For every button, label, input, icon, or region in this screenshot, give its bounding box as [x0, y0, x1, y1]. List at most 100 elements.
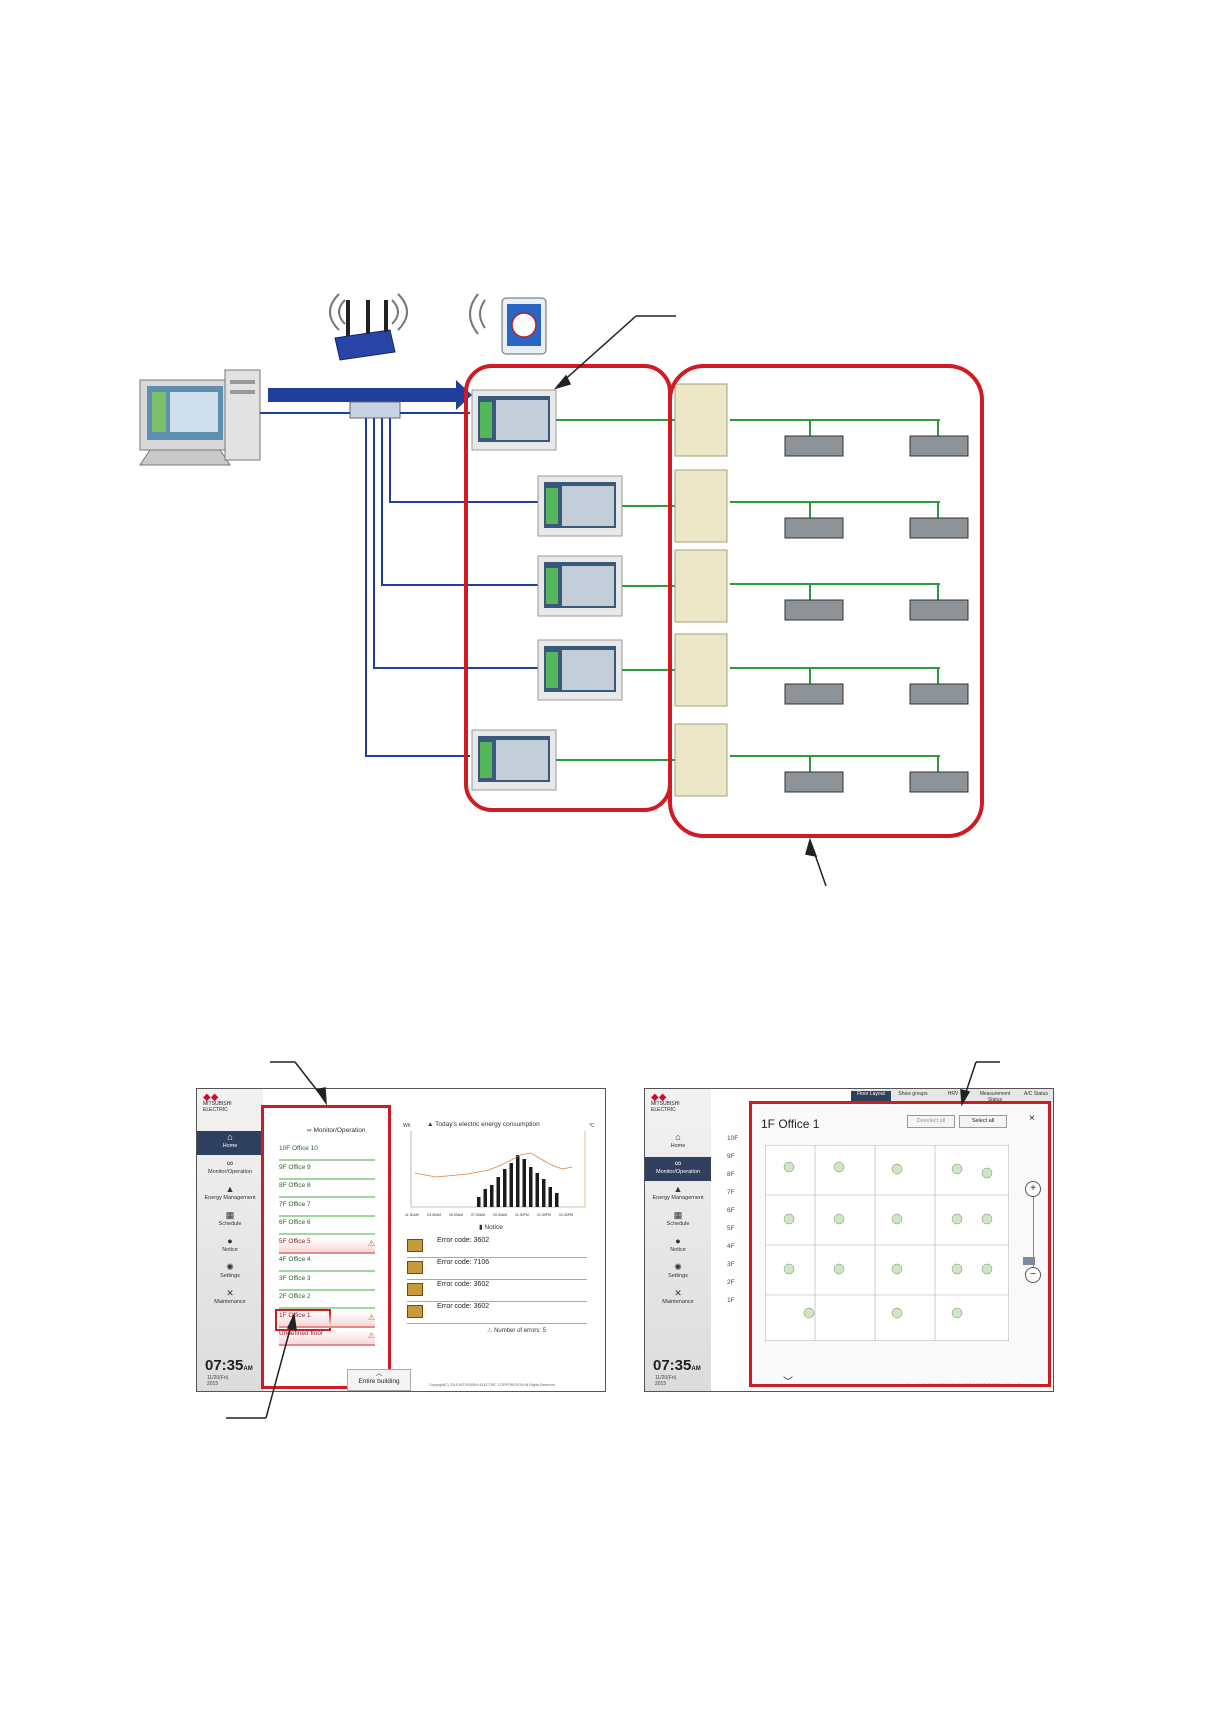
floor-stub[interactable]: 2F	[727, 1279, 735, 1286]
unit-error-icon	[407, 1261, 423, 1274]
tab-hrv[interactable]: HRV	[947, 1091, 959, 1097]
floor-layout-title: 1F Office 1	[761, 1117, 820, 1131]
warning-icon: ⚠	[367, 1312, 375, 1322]
error-notice-row[interactable]: Error code: 7106	[407, 1257, 587, 1280]
floor-item[interactable]: 2F Office 2	[279, 1293, 375, 1309]
unit-error-icon	[407, 1239, 423, 1252]
floor-item[interactable]: 8F Office 8	[279, 1182, 375, 1198]
wireless-router-icon	[329, 293, 408, 361]
outdoor-units	[674, 383, 728, 797]
floor-item[interactable]: 4F Office 4	[279, 1256, 375, 1272]
energy-bar	[522, 1159, 526, 1207]
error-notice-row[interactable]: Error code: 3602	[407, 1235, 587, 1258]
floor-stub[interactable]: 6F	[727, 1207, 735, 1214]
chevron-down-icon[interactable]: ﹀	[783, 1377, 793, 1388]
nav-notice[interactable]: ●Notice	[197, 1235, 263, 1259]
nav-home[interactable]: ⌂Home	[645, 1131, 711, 1155]
tab-measurement-status[interactable]: Measurement Status	[979, 1091, 1011, 1103]
nav-energy-management[interactable]: ▲Energy Management	[197, 1183, 263, 1207]
floor-item[interactable]: Undefined floor ⚠	[279, 1330, 375, 1346]
floor-stub[interactable]: 8F	[727, 1171, 735, 1178]
zoom-out-button[interactable]: −	[1025, 1267, 1041, 1283]
floor-label: 5F Office 5	[279, 1237, 311, 1245]
floor-layout-popup	[751, 1105, 1049, 1383]
indoor-units	[784, 435, 969, 793]
panel-title: ∞ Monitor/Operation	[307, 1127, 366, 1134]
nav-settings[interactable]: ✺Settings	[197, 1261, 263, 1285]
clock: 07:35AM	[653, 1357, 701, 1374]
energy-bar	[529, 1167, 533, 1207]
floor-list-highlight	[261, 1105, 391, 1389]
floor-stub[interactable]: 5F	[727, 1225, 735, 1232]
nav-energy-management[interactable]: ▲Energy Management	[645, 1183, 711, 1207]
nav-home[interactable]: ⌂Home	[197, 1131, 263, 1155]
units-group-outline	[668, 364, 984, 838]
floor-label: 1F Office 1	[279, 1311, 311, 1319]
binoculars-icon: ∞	[226, 1158, 234, 1168]
floor-label: 6F Office 6	[279, 1219, 311, 1226]
floor-item[interactable]: 3F Office 3	[279, 1275, 375, 1291]
lan-cables	[260, 412, 538, 757]
energy-bar	[477, 1197, 481, 1207]
tab-show-groups[interactable]: Show groups	[898, 1091, 928, 1097]
nav-settings[interactable]: ✺Settings	[645, 1261, 711, 1285]
tab-bar: Floor Layout Show groups HRV Measurement…	[851, 1089, 1053, 1103]
floor-item[interactable]: 6F Office 6	[279, 1219, 375, 1235]
wrench-icon: ✕	[226, 1288, 234, 1298]
notice-title: ▮ Notice	[479, 1224, 503, 1231]
floor-label: Undefined floor	[279, 1330, 324, 1337]
floor-item[interactable]: 9F Office 9	[279, 1164, 375, 1180]
zoom-slider-track[interactable]	[1033, 1187, 1034, 1267]
energy-bar	[535, 1173, 539, 1207]
floor-item[interactable]: 7F Office 7	[279, 1201, 375, 1217]
energy-bar	[548, 1187, 552, 1207]
date: 11/20(Fri)2015	[655, 1375, 677, 1387]
nav-schedule[interactable]: ▦Schedule	[645, 1209, 711, 1233]
nav-maintenance[interactable]: ✕Maintenance	[645, 1287, 711, 1311]
floor-stub[interactable]: 4F	[727, 1243, 735, 1250]
x-tick-label: 01:30PM	[537, 1213, 552, 1217]
tab-ac-status[interactable]: A/C Status	[1024, 1091, 1048, 1097]
nav-schedule[interactable]: ▦Schedule	[197, 1209, 263, 1233]
chart-icon: ▲	[225, 1184, 235, 1194]
energy-bar	[483, 1189, 487, 1207]
chevron-up-icon: ︿	[375, 1370, 383, 1377]
calendar-icon: ▦	[225, 1210, 235, 1220]
floor-stub[interactable]: 3F	[727, 1261, 735, 1268]
nav-maintenance[interactable]: ✕Maintenance	[197, 1287, 263, 1311]
floor-plan-map[interactable]	[765, 1145, 1009, 1341]
date: 11/20(Fri)2015	[207, 1375, 229, 1387]
deselect-all-button[interactable]: Deselect all	[907, 1115, 955, 1128]
floor-item[interactable]: 1F Office 1 ⚠	[279, 1311, 375, 1328]
warning-icon: ⚠	[487, 1328, 493, 1334]
ac-network-lines	[556, 419, 940, 772]
entire-building-button[interactable]: ︿ Entire building	[347, 1369, 411, 1391]
gear-icon: ✺	[674, 1262, 682, 1272]
nav-monitor-operation[interactable]: ∞Monitor/Operation	[645, 1157, 711, 1181]
floor-item[interactable]: 10F Office 10	[279, 1145, 375, 1161]
energy-bar	[503, 1169, 507, 1207]
zoom-in-button[interactable]: +	[1025, 1181, 1041, 1197]
select-all-button[interactable]: Select all	[959, 1115, 1007, 1128]
tab-floor-layout[interactable]: Floor Layout	[851, 1091, 891, 1103]
zoom-slider-handle[interactable]	[1023, 1257, 1035, 1265]
floor-label: 4F Office 4	[279, 1256, 311, 1263]
floor-label: 3F Office 3	[279, 1274, 311, 1282]
brand-logo: ◆◆ MITSUBISHI ELECTRIC	[203, 1092, 232, 1114]
error-notice-row[interactable]: Error code: 3602	[407, 1301, 587, 1324]
calendar-icon: ▦	[673, 1210, 683, 1220]
floor-stub[interactable]: 10F	[727, 1135, 739, 1142]
energy-chart-title: ▲ Today's electric energy consumption	[427, 1121, 540, 1128]
close-icon[interactable]: ×	[1029, 1113, 1035, 1124]
diamonds-logo-icon: ◆◆	[651, 1092, 667, 1103]
floor-stub[interactable]: 1F	[727, 1297, 735, 1304]
nav-monitor-operation[interactable]: ∞Monitor/Operation	[197, 1157, 263, 1181]
floor-stub[interactable]: 7F	[727, 1189, 735, 1196]
error-notice-row[interactable]: Error code: 3602	[407, 1279, 587, 1302]
bell-icon: ●	[675, 1236, 681, 1246]
floor-item[interactable]: 5F Office 5⚠	[279, 1237, 375, 1254]
warning-icon: ⚠	[367, 1331, 375, 1340]
nav-notice[interactable]: ●Notice	[645, 1235, 711, 1259]
floor-stub[interactable]: 9F	[727, 1153, 735, 1160]
